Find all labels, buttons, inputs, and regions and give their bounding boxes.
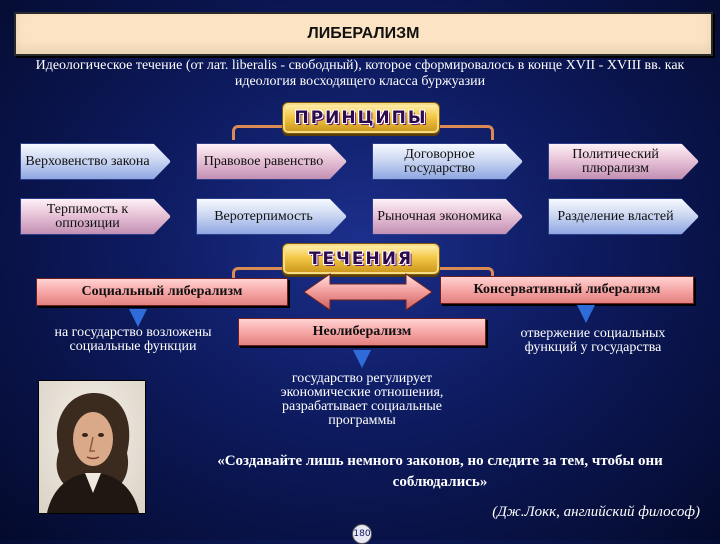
principle-box: Верховенство закона: [20, 143, 171, 180]
page-number-badge: 180: [352, 524, 372, 544]
social-liberalism-note: на государство возложены социальные функ…: [54, 325, 212, 354]
principle-box: Договорное государство: [372, 143, 523, 180]
quote-author: (Дж.Локк, английский философ): [492, 504, 700, 520]
arrow-down-icon: [577, 305, 595, 323]
principle-box: Политический плюрализм: [548, 143, 699, 180]
principle-box: Правовое равенство: [196, 143, 347, 180]
principles-header-label: ПРИНЦИПЫ: [294, 108, 428, 128]
double-arrow-icon: [303, 273, 433, 311]
principles-header: ПРИНЦИПЫ: [282, 102, 440, 134]
arrow-down-icon: [353, 350, 371, 368]
portrait-image: [38, 380, 146, 514]
definition-text: Идеологическое течение (от лат. liberali…: [35, 58, 685, 89]
arrow-down-icon: [129, 309, 147, 327]
neoliberalism-note: государство регулирует экономические отн…: [280, 371, 444, 428]
social-liberalism-box: Социальный либерализм: [36, 278, 288, 306]
conservative-liberalism-note: отвержение социальных функций у государс…: [520, 326, 666, 355]
currents-header-label: ТЕЧЕНИЯ: [308, 249, 414, 269]
currents-header: ТЕЧЕНИЯ: [282, 243, 440, 275]
neoliberalism-box: Неолиберализм: [238, 318, 486, 346]
principle-box: Рыночная экономика: [372, 198, 523, 235]
principle-box: Разделение властей: [548, 198, 699, 235]
quote-text: «Создавайте лишь немного законов, но сле…: [217, 453, 663, 490]
page-title: ЛИБЕРАЛИЗМ: [14, 12, 713, 56]
principle-box: Веротерпимость: [196, 198, 347, 235]
principle-box: Терпимость к оппозиции: [20, 198, 171, 235]
conservative-liberalism-box: Консервативный либерализм: [440, 276, 694, 304]
